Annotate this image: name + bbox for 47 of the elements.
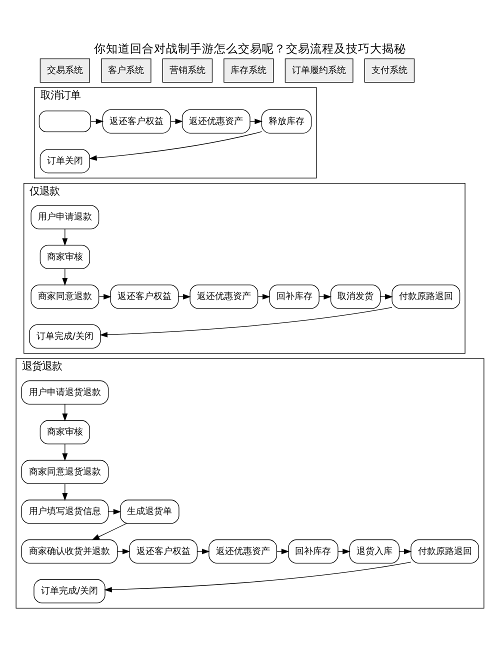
arrow <box>62 404 68 422</box>
arrow <box>399 548 412 554</box>
arrow <box>62 268 68 286</box>
node-box: 返还优惠资产 <box>182 109 250 134</box>
arrow <box>104 562 412 592</box>
node-box: 商家确认收货并退款 <box>21 539 118 564</box>
node-box: 付款原路退回 <box>410 539 480 564</box>
node-box: 订单关闭 <box>40 149 90 174</box>
label: 客户系统 <box>108 66 144 76</box>
node-box: 商家审核 <box>40 244 90 269</box>
node-box: 退货入库 <box>349 539 400 564</box>
node-box: 用户填写退货信息 <box>21 500 109 524</box>
label: 订单履约系统 <box>292 66 346 76</box>
node-box: 付款原路退回 <box>392 284 460 309</box>
node-box: 商家同意退货退款 <box>21 460 109 484</box>
node-box: 回补库存 <box>288 539 338 564</box>
node-box: 返还客户权益 <box>110 284 179 309</box>
node-box: 用户申请退款 <box>30 205 100 230</box>
node-box: 订单完成/关闭 <box>29 324 101 348</box>
arrow <box>62 483 68 501</box>
node-box: 订单完成/关闭 <box>34 579 106 604</box>
arrow <box>117 548 130 554</box>
arrow <box>92 523 127 540</box>
node-box: 返还优惠资产 <box>208 539 278 564</box>
node-box: 取消发货 <box>330 284 381 309</box>
node-box: 商家审核 <box>40 420 90 444</box>
arrow <box>338 548 350 554</box>
arrow <box>62 228 68 246</box>
node-box: 生成退货单 <box>120 500 180 524</box>
diagram-title: 你知道回合对战制手游怎么交易呢？交易流程及技巧大揭秘 <box>94 42 406 56</box>
arrow <box>276 548 290 554</box>
arrow <box>197 548 210 554</box>
label: 库存系统 <box>230 66 267 76</box>
node-box: 商家同意退款 <box>30 284 100 309</box>
label: 支付系统 <box>371 66 408 76</box>
label: 营销系统 <box>169 66 206 76</box>
node-box: 返还优惠资产 <box>190 284 258 309</box>
node-box: 返还客户权益 <box>102 109 171 134</box>
arrow <box>100 306 392 338</box>
label: 交易系统 <box>46 66 83 76</box>
node-box: 用户申请退货退款 <box>21 380 109 405</box>
node-box: 返还客户权益 <box>129 539 198 564</box>
node-box: 释放库存 <box>261 109 312 134</box>
node-box <box>38 110 91 132</box>
node-box: 回补库存 <box>269 284 320 309</box>
arrow <box>62 444 68 462</box>
arrow <box>88 131 262 161</box>
